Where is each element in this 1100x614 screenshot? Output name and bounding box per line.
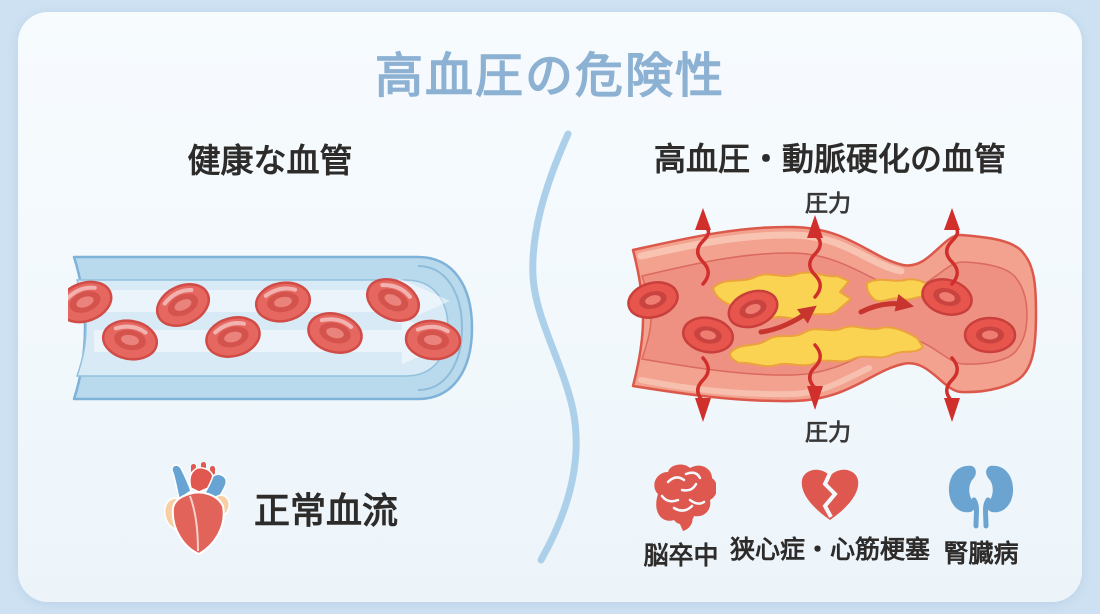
divider-curve: [529, 130, 580, 564]
complication-label: 腎臓病: [943, 540, 1019, 568]
complication-label: 脳卒中: [643, 542, 719, 570]
page-title: 高血圧の危険性: [374, 50, 725, 103]
healthy-panel-heading: 健康な血管: [187, 142, 353, 179]
diseased-vessel-illustration: [625, 208, 1038, 422]
pressure-label-top: 圧力: [805, 190, 851, 216]
brain-icon: [654, 464, 716, 531]
kidneys-icon: [948, 465, 1014, 529]
narrow-flow-arrows: [758, 293, 915, 335]
anatomical-heart-icon: [163, 462, 231, 555]
complication-kidney-disease: 腎臓病: [891, 460, 1071, 568]
pressure-arrows: [695, 208, 960, 422]
pressure-label-bottom: 圧力: [805, 419, 851, 445]
normal-flow-caption: 正常血流: [254, 490, 399, 531]
diseased-vessel-tube: [631, 225, 1038, 403]
complication-stroke: 脳卒中: [591, 460, 771, 570]
broken-heart-icon: [801, 469, 859, 520]
healthy-vessel-illustration: [68, 255, 474, 401]
normal-flow-row: 正常血流: [160, 460, 398, 556]
complication-heart-attack: 狭心症・心筋梗塞: [730, 460, 930, 566]
complication-label: 狭心症・心筋梗塞: [730, 536, 931, 564]
diseased-panel-heading: 高血圧・動脈硬化の血管: [653, 141, 1007, 177]
